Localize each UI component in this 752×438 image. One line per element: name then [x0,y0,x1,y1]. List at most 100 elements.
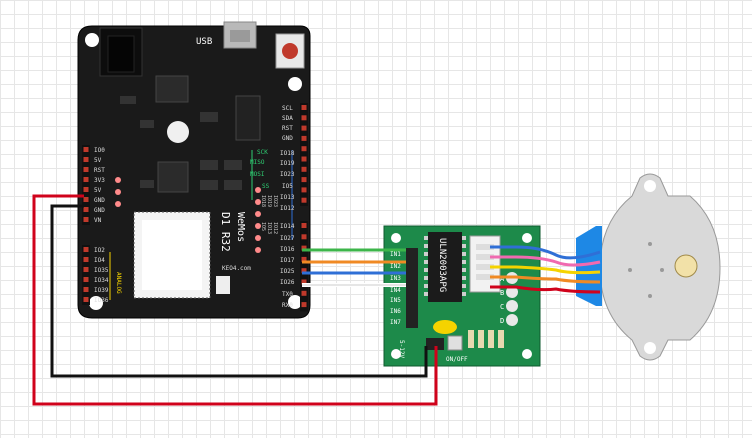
header-pin [83,147,89,152]
pin-label: IO0 [94,147,105,154]
led-label-b: B [500,289,504,297]
chip [157,161,189,193]
right-header-bottom [300,221,308,312]
svg-text:IO18: IO18 [260,195,266,207]
chip-leg [462,268,466,272]
mount-hole [288,77,302,91]
pin-label: IO35 [94,267,109,274]
pin-label: VN [94,217,102,224]
chip [155,75,189,103]
small-component [120,96,136,104]
pin-label: GND [282,135,293,142]
pin-label: IO26 [280,279,295,286]
brand-d1-r32: D1 R32 [219,212,232,252]
header-pin [301,302,307,308]
pin-label: IO13 [280,194,295,201]
pin-label: IO34 [94,277,109,284]
svg-text:IO23: IO23 [272,195,278,207]
middle-pin-labels: IO18 IO19 IO23 IO5 IO13 IO12 [260,195,278,234]
motor-cable-cap [576,226,602,306]
pin-label: SCL [282,105,293,112]
pin-label: RST [282,125,293,132]
capacitor [167,121,189,143]
small-component [216,276,230,294]
motor-wires [490,245,601,294]
svg-text:IN7: IN7 [390,319,401,326]
chip-leg [424,276,428,280]
on-off-switch [447,335,463,351]
small-component [200,180,218,190]
header-pin [83,257,89,262]
header-pin [83,297,89,302]
header-strip [82,245,90,305]
chip-leg [462,260,466,264]
chip-leg [462,284,466,288]
left-header-bottom [82,245,90,305]
pin-label: IO17 [280,257,295,264]
header-pin [83,277,89,282]
chip [235,95,261,141]
svg-text:IO13: IO13 [266,222,272,234]
header-pin [301,245,307,251]
header-pin [83,267,89,272]
header-pin [301,187,307,193]
power-header [426,338,444,350]
screw [648,242,652,246]
input-labels: IN1 IN2 IN3 IN4 IN5 IN6 IN7 [390,251,401,326]
chip-leg [424,268,428,272]
svg-text:IN2: IN2 [390,263,401,270]
right-header-top [300,103,308,206]
led-label-c: C [500,303,504,311]
small-component [224,160,242,170]
stepper-motor [576,173,721,361]
header-pin [83,287,89,292]
chip-leg [462,276,466,280]
header-pin [83,177,89,182]
header-pin [301,146,307,152]
dc-jack [99,27,143,77]
chip-leg [462,252,466,256]
header-pin [301,197,307,203]
pin-label: IO14 [280,223,295,230]
header-pin [301,268,307,274]
header-pin [83,197,89,202]
small-component [200,112,218,122]
mount-hole [522,349,532,359]
switch-label: ON/OFF [446,356,468,363]
mount-hole [288,295,302,309]
header-pin [301,279,307,285]
pin-label: 3V3 [94,177,105,184]
header-pin [83,207,89,212]
header-pin [301,234,307,240]
header-pin [301,166,307,172]
pin-label: IO23 [280,171,295,178]
pin-label: TX0 [282,291,293,298]
chip-leg [462,236,466,240]
svg-text:IN3: IN3 [390,275,401,282]
test-pads [115,177,261,253]
pin-label: IO16 [280,246,295,253]
svg-text:IO5: IO5 [260,222,266,231]
mount-hole [644,180,656,192]
mount-hole [89,296,103,310]
mount-hole [85,33,99,47]
status-leds [506,272,518,326]
power-label: 5-12V [398,340,405,358]
svg-text:IN4: IN4 [390,287,401,294]
pin-label: GND [94,207,105,214]
mount-hole [391,233,401,243]
analog-label: ANALOG [115,272,122,294]
spi-ss: SS [262,183,270,190]
chip-leg [424,236,428,240]
pin-label: IO12 [280,205,295,212]
header-pin [301,125,307,131]
header-pin [83,187,89,192]
uln2003-chip [424,232,466,302]
resistors [468,330,504,348]
pin-label: RX0 [282,302,293,309]
led-label-a: A [500,275,505,283]
chip-leg [424,252,428,256]
svg-text:IO12: IO12 [272,222,278,234]
svg-text:IO19: IO19 [266,195,272,207]
